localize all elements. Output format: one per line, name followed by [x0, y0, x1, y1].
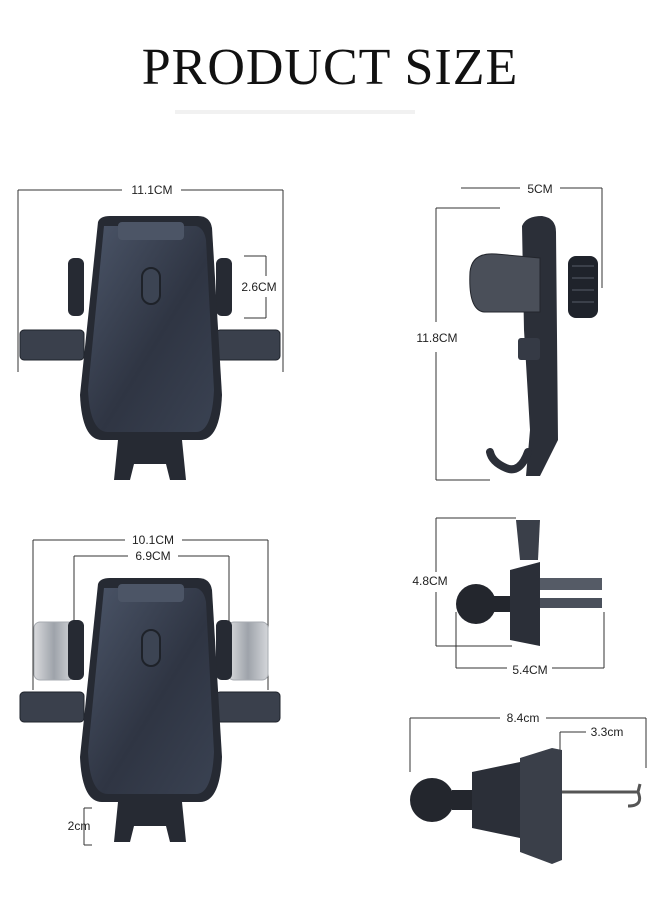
- side-hook: [486, 448, 532, 474]
- left-grip: [68, 258, 84, 316]
- clip-ball-joint: [456, 584, 496, 624]
- width-label: 11.1CM: [131, 183, 172, 197]
- outer-width-label: 10.1CM: [132, 533, 174, 547]
- side-view: 5CM 11.8CM: [416, 182, 603, 481]
- right-extended-arm: [227, 621, 269, 681]
- hook-length-label: 8.4cm: [507, 711, 540, 725]
- left-grip-ext: [68, 620, 84, 680]
- clip-width-label: 5.4CM: [512, 663, 547, 677]
- hook-wire: [562, 783, 642, 808]
- foot-height-label: 2cm: [68, 819, 91, 833]
- clip-base: [510, 562, 540, 646]
- side-flap: [469, 253, 541, 313]
- arm-height-label: 2.6CM: [241, 280, 276, 294]
- knob-ridges: [572, 265, 594, 303]
- holder-foot-ext: [114, 802, 186, 842]
- hook-view: 8.4cm 3.3cm: [409, 711, 647, 864]
- clip-view: 4.8CM 5.4CM: [412, 517, 605, 677]
- clip-lower-prong: [540, 598, 602, 608]
- inner-width-label: 6.9CM: [135, 549, 170, 563]
- outer-width-line: [32, 539, 269, 846]
- holder-face-ext: [88, 588, 214, 794]
- left-vent-arm: [19, 329, 85, 361]
- right-grip-ext: [216, 620, 232, 680]
- side-latch: [518, 338, 540, 360]
- right-grip: [216, 258, 232, 316]
- depth-dimension-line: [435, 187, 603, 481]
- width-dimension-line: [17, 189, 284, 372]
- clip-top-tab: [516, 520, 540, 560]
- front-view: 11.1CM 2.6CM: [17, 183, 284, 480]
- release-button: [141, 267, 161, 305]
- top-clamp: [118, 222, 184, 240]
- hook-clamp-body: [520, 748, 562, 864]
- front-view-extended: 10.1CM 6.9CM 2cm: [19, 533, 281, 846]
- holder-face: [88, 226, 214, 432]
- left-vent-arm-ext: [19, 691, 85, 723]
- release-button-ext: [141, 629, 161, 667]
- hook-neck: [452, 790, 474, 810]
- arm-height-line: [244, 255, 267, 319]
- height-label: 11.8CM: [416, 331, 457, 345]
- faint-subtitle-bar: [175, 110, 415, 114]
- clip-upper-prong: [540, 578, 602, 590]
- right-vent-arm-ext: [215, 691, 281, 723]
- hook-ball-joint: [410, 778, 454, 822]
- clip-height-label: 4.8CM: [412, 574, 447, 588]
- hook-size-label: 3.3cm: [591, 725, 624, 739]
- clip-dimension-lines: [435, 517, 605, 669]
- holder-foot: [114, 440, 186, 480]
- hook-nut: [472, 762, 520, 838]
- depth-label: 5CM: [527, 182, 552, 196]
- top-clamp-ext: [118, 584, 184, 602]
- page-title: PRODUCT SIZE: [141, 39, 519, 96]
- right-vent-arm: [215, 329, 281, 361]
- clip-neck: [494, 596, 510, 612]
